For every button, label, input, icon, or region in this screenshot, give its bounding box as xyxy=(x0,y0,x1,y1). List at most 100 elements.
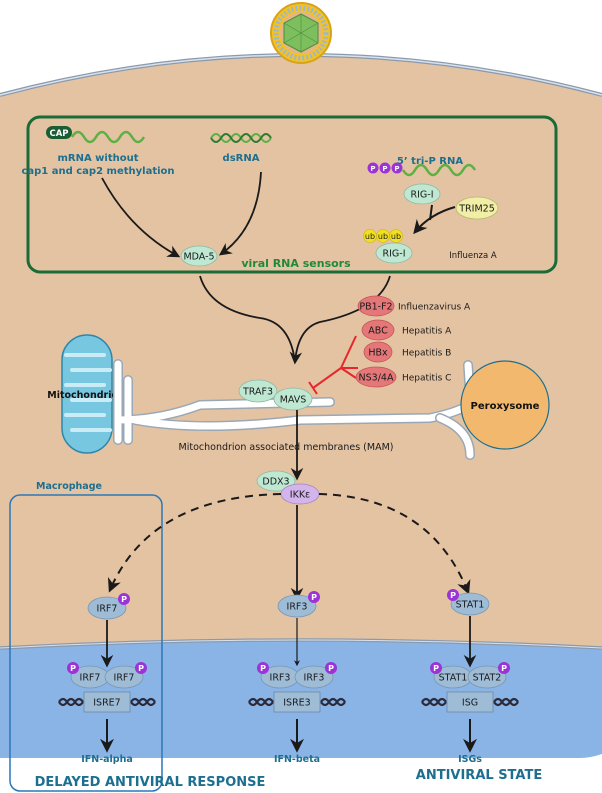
response-element-isg xyxy=(446,691,494,713)
peroxysome-icon xyxy=(460,360,550,450)
response-element-isre3 xyxy=(273,691,321,713)
cyto-irf3-protein xyxy=(277,594,317,618)
dna-helix-icon xyxy=(320,697,346,707)
inhibition-symbol xyxy=(308,335,358,395)
output-label: IFN-beta xyxy=(274,754,320,765)
svg-text:P: P xyxy=(450,591,456,600)
traf3-protein xyxy=(238,379,278,403)
cyto-irf7-protein xyxy=(87,596,127,620)
cap-label: CAP xyxy=(49,129,68,139)
svg-text:P: P xyxy=(328,664,334,673)
svg-text:MDA-5: MDA-5 xyxy=(183,252,214,263)
mrna-to-mda5-arrow xyxy=(101,177,181,258)
svg-text:ub: ub xyxy=(391,232,401,241)
svg-text:P: P xyxy=(311,593,317,602)
virus-label: Hepatitis B xyxy=(402,349,451,359)
svg-text:IRF7: IRF7 xyxy=(80,673,101,684)
svg-text:P: P xyxy=(382,165,387,173)
phosphate-icon xyxy=(308,591,320,603)
mrna-label-line2: cap1 and cap2 methylation xyxy=(21,166,174,177)
svg-text:IRF3: IRF3 xyxy=(287,602,308,613)
svg-text:P: P xyxy=(121,595,127,604)
abc-protein xyxy=(361,319,395,341)
macrophage-label: Macrophage xyxy=(36,481,102,492)
antiviral-state-label: ANTIVIRAL STATE xyxy=(416,768,542,783)
svg-text:RIG-I: RIG-I xyxy=(411,190,434,201)
response-element-isre7 xyxy=(83,691,131,713)
dna-helix-icon xyxy=(130,697,156,707)
mrna-label-line1: mRNA without xyxy=(57,153,138,164)
dna-helix-icon xyxy=(493,697,519,707)
svg-text:ISG: ISG xyxy=(462,698,478,709)
svg-text:P: P xyxy=(394,165,399,173)
svg-text:P: P xyxy=(433,664,439,673)
dsrna-to-mda5-arrow xyxy=(218,171,262,256)
svg-text:P: P xyxy=(70,664,76,673)
ubiquitin-chain: ub ub ub xyxy=(363,229,403,243)
phosphate-icon xyxy=(430,662,442,674)
dimer-irf7-protein xyxy=(104,665,144,689)
phosphate-icon xyxy=(118,593,130,605)
svg-text:ISRE3: ISRE3 xyxy=(283,698,310,709)
output-label: ISGs xyxy=(458,754,482,765)
svg-text:P: P xyxy=(260,664,266,673)
dimer-stat2-protein xyxy=(467,665,507,689)
mitochondrion-label: Mitochondrion xyxy=(47,390,125,401)
viral-rna-sensors-label: viral RNA sensors xyxy=(241,257,351,270)
ikke-to-irf7-dashed-arrow xyxy=(108,493,282,593)
virus-icon xyxy=(270,2,332,64)
dsrna-label: dsRNA xyxy=(223,153,260,164)
cyto-stat1-protein xyxy=(450,592,490,616)
svg-text:TRIM25: TRIM25 xyxy=(458,204,495,215)
svg-text:MAVS: MAVS xyxy=(280,395,307,406)
macrophage-box xyxy=(9,494,163,792)
dna-helix-icon xyxy=(58,697,84,707)
svg-text:P: P xyxy=(501,664,507,673)
viral-inhibitors: PB1-F2 Influenzavirus A ABC Hepatitis A … xyxy=(355,295,471,388)
mavs-protein xyxy=(273,387,313,411)
hbx-protein xyxy=(363,341,393,363)
mam-label: Mitochondrion associated membranes (MAM) xyxy=(179,442,394,453)
peroxysome-label: Peroxysome xyxy=(471,401,540,412)
virus-label: Hepatitis A xyxy=(402,327,452,337)
ddx3-protein xyxy=(256,470,296,492)
svg-text:STAT1: STAT1 xyxy=(439,673,468,684)
delayed-antiviral-response-label: DELAYED ANTIVIRAL RESPONSE xyxy=(35,775,266,790)
triphosphate-group: P P P xyxy=(367,162,403,174)
pb1-f2-protein xyxy=(357,295,395,317)
tri-p-rna-strand-icon xyxy=(401,163,477,177)
svg-text:DDX3: DDX3 xyxy=(262,477,289,488)
dna-helix-icon xyxy=(421,697,447,707)
dsrna-helix-icon xyxy=(210,133,272,143)
mrna-strand-icon xyxy=(70,130,146,144)
phosphate-icon xyxy=(447,589,459,601)
phosphate-icon xyxy=(257,662,269,674)
cap-badge xyxy=(46,126,72,139)
svg-text:P: P xyxy=(138,664,144,673)
svg-text:IRF7: IRF7 xyxy=(97,604,118,615)
virus-label: Hepatitis C xyxy=(402,374,451,384)
dna-helix-icon xyxy=(248,697,274,707)
influenza-a-note: Influenza A xyxy=(449,251,497,261)
trim25-arrow xyxy=(413,206,456,235)
dimer-irf3-protein xyxy=(294,665,334,689)
output-label: IFN-alpha xyxy=(81,754,133,765)
svg-text:IRF7: IRF7 xyxy=(114,673,135,684)
svg-text:ABC: ABC xyxy=(368,326,388,337)
trim25-protein xyxy=(455,196,499,220)
phosphate-icon xyxy=(67,662,79,674)
svg-text:STAT2: STAT2 xyxy=(473,673,502,684)
svg-text:HBx: HBx xyxy=(368,348,388,359)
svg-text:TRAF3: TRAF3 xyxy=(242,387,273,398)
svg-text:IRF3: IRF3 xyxy=(270,673,291,684)
ubiquitinated-rig1-protein xyxy=(375,242,413,264)
sensor-box xyxy=(26,115,558,274)
svg-text:IRF3: IRF3 xyxy=(304,673,325,684)
phosphate-icon xyxy=(325,662,337,674)
svg-text:IKKε: IKKε xyxy=(290,490,310,501)
